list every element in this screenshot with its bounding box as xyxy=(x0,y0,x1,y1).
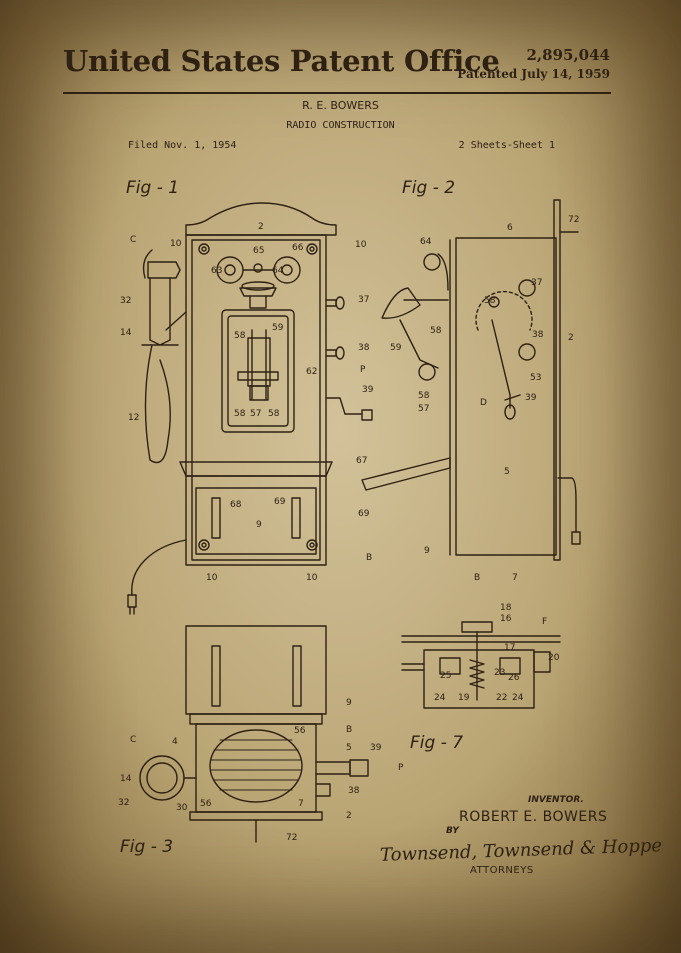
inventor-heading: R. E. BOWERS xyxy=(302,99,379,112)
ref-24-a: 24 xyxy=(434,693,446,703)
ref-10-c: 10 xyxy=(206,573,218,583)
ref-2-fig1: 2 xyxy=(258,222,264,232)
ref-2-fig3: 2 xyxy=(346,811,352,821)
ref-38-fig2: 38 xyxy=(532,330,544,340)
ref-6: 6 xyxy=(507,223,513,233)
fig-1-label: Fig - 1 xyxy=(126,178,179,198)
ref-53: 53 xyxy=(530,373,541,383)
patent-number: 2,895,044 xyxy=(526,46,610,64)
ref-64-fig2: 64 xyxy=(420,237,432,247)
ref-9-fig3: 9 xyxy=(346,698,352,708)
fig-7-drawing: Fig - 7 xyxy=(401,621,561,753)
ref-c-fig3: C xyxy=(130,735,136,745)
ref-64-fig1: 64 xyxy=(272,266,284,276)
ref-57-fig2: 57 xyxy=(418,404,429,414)
ref-14-fig1: 14 xyxy=(120,328,132,338)
ref-7-fig2: 7 xyxy=(512,573,518,583)
ref-f: F xyxy=(542,617,547,627)
ref-72-fig3: 72 xyxy=(286,833,297,843)
ref-38-fig3: 38 xyxy=(348,786,360,796)
ref-38-fig1: 38 xyxy=(358,343,370,353)
ref-d-fig3: P xyxy=(398,763,404,773)
ref-10-b: 10 xyxy=(355,240,367,250)
ref-58-fig1-b: 58 xyxy=(234,409,246,419)
ref-69-fig2: 69 xyxy=(358,509,370,519)
ref-p-fig1: P xyxy=(360,365,366,375)
ref-30: 30 xyxy=(176,803,188,813)
ref-22: 22 xyxy=(496,693,507,703)
ref-5-fig3: 5 xyxy=(346,743,352,753)
ref-39-fig1: 39 xyxy=(362,385,374,395)
fig-2-label: Fig - 2 xyxy=(402,178,455,198)
ref-58-fig2-c: 58 xyxy=(418,391,430,401)
ref-5-fig2: 5 xyxy=(504,467,510,477)
ref-18: 18 xyxy=(500,603,512,613)
ref-58-fig2-b: 58 xyxy=(430,326,442,336)
fig-7-label: Fig - 7 xyxy=(410,733,463,753)
ref-7-fig3: 7 xyxy=(298,799,304,809)
ref-b-fig3: B xyxy=(346,725,352,735)
ref-10-d: 10 xyxy=(306,573,318,583)
sheet-count: 2 Sheets-Sheet 1 xyxy=(458,140,555,151)
ref-32-fig1: 32 xyxy=(120,296,131,306)
ref-23: 23 xyxy=(494,668,505,678)
fig-2-drawing: Fig - 2 xyxy=(361,178,581,561)
ref-b-fig2: B xyxy=(474,573,480,583)
office-heading: United States Patent Office xyxy=(63,44,500,78)
ref-62: 62 xyxy=(306,367,317,377)
ref-9-fig2: 9 xyxy=(424,546,430,556)
filed-date: Filed Nov. 1, 1954 xyxy=(128,140,237,151)
ref-2-fig2: 2 xyxy=(568,333,574,343)
ref-63: 63 xyxy=(211,266,222,276)
ref-69-fig1: 69 xyxy=(274,497,286,507)
by-label: BY xyxy=(446,826,459,836)
ref-c-fig1: C xyxy=(130,235,136,245)
ref-68: 68 xyxy=(230,500,242,510)
ref-72-fig2: 72 xyxy=(568,215,579,225)
ref-59-fig1: 59 xyxy=(272,323,284,333)
ref-b-fig1: B xyxy=(366,553,372,563)
fig-3-label: Fig - 3 xyxy=(120,837,173,857)
ref-24-b: 24 xyxy=(512,693,524,703)
ref-17: 17 xyxy=(504,643,515,653)
ref-65: 65 xyxy=(253,246,264,256)
ref-4: 4 xyxy=(172,737,178,747)
patent-title: RADIO CONSTRUCTION xyxy=(286,120,395,131)
ref-26: 26 xyxy=(508,673,520,683)
ref-58-fig1-a: 58 xyxy=(234,331,246,341)
ref-19: 19 xyxy=(458,693,470,703)
ref-58-fig1-c: 58 xyxy=(268,409,280,419)
ref-16: 16 xyxy=(500,614,512,624)
ref-57-fig1: 57 xyxy=(250,409,261,419)
header-rule xyxy=(63,92,611,94)
ref-10-a: 10 xyxy=(170,239,182,249)
ref-66: 66 xyxy=(292,243,304,253)
ref-32-fig3: 32 xyxy=(118,798,129,808)
ref-58-fig2-a: 58 xyxy=(484,296,496,306)
ref-56-fig3-a: 56 xyxy=(294,726,306,736)
reference-numerals: 2 10 10 65 66 63 64 C 32 14 12 37 38 58 … xyxy=(118,215,579,843)
ref-67: 67 xyxy=(356,456,367,466)
attorneys-label: ATTORNEYS xyxy=(470,865,534,876)
inventor-name: ROBERT E. BOWERS xyxy=(459,809,608,825)
ref-37-fig1: 37 xyxy=(358,295,369,305)
ref-37-fig2: 37 xyxy=(531,278,542,288)
ref-d-fig2: D xyxy=(480,398,487,408)
ref-39-fig2: 39 xyxy=(525,393,537,403)
patented-date: Patented July 14, 1959 xyxy=(457,67,610,81)
ref-20: 20 xyxy=(548,653,560,663)
inventor-label: INVENTOR. xyxy=(528,795,584,805)
ref-39-fig3: 39 xyxy=(370,743,382,753)
ref-59-fig2: 59 xyxy=(390,343,402,353)
ref-14-fig3: 14 xyxy=(120,774,132,784)
fig-3-drawing: Fig - 3 xyxy=(120,625,369,857)
ref-25: 25 xyxy=(440,671,451,681)
ref-9-fig1: 9 xyxy=(256,520,262,530)
fig-1-drawing: Fig - 1 xyxy=(126,178,373,615)
ref-12: 12 xyxy=(128,413,139,423)
ref-56-fig3-b: 56 xyxy=(200,799,212,809)
